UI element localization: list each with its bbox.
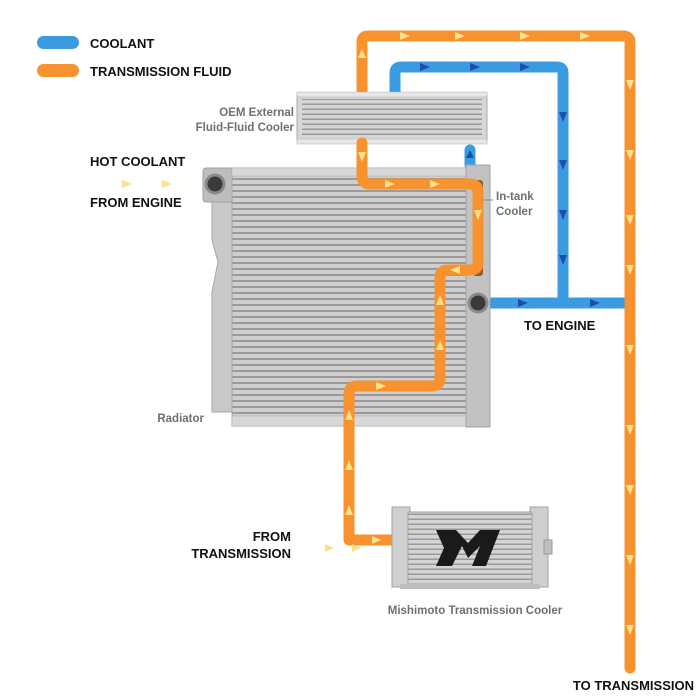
from-transmission-line <box>295 536 401 553</box>
to-transmission-label: TO TRANSMISSION <box>573 678 694 693</box>
legend-swatch-coolant <box>37 36 79 49</box>
mishimoto-logo-icon <box>436 530 500 566</box>
from-transmission-label-line1: FROM <box>253 529 291 544</box>
legend-label-coolant: COOLANT <box>90 36 154 51</box>
mishimoto-cooler-label: Mishimoto Transmission Cooler <box>388 605 563 617</box>
hot-coolant-line <box>84 178 211 190</box>
intank-cooler-label-line1: In-tank <box>496 191 534 203</box>
mishimoto-transmission-cooler <box>391 506 553 589</box>
radiator-outlet-fitting <box>467 292 489 314</box>
oem-cooler-label-line1: OEM External <box>219 107 294 119</box>
legend-swatch-transmission-fluid <box>37 64 79 77</box>
from-engine-label: FROM ENGINE <box>90 195 182 210</box>
transmission-inner-arrows <box>345 152 482 515</box>
transmission-outer-arrows <box>358 32 634 635</box>
from-transmission-label-line2: TRANSMISSION <box>191 546 291 561</box>
legend-label-transmission-fluid: TRANSMISSION FLUID <box>90 64 232 79</box>
radiator-label: Radiator <box>157 413 204 425</box>
intank-cooler-label-line2: Cooler <box>496 206 533 218</box>
transmission-inner-line <box>343 137 484 546</box>
to-engine-label: TO ENGINE <box>524 318 596 333</box>
transmission-outer-line <box>356 30 636 674</box>
hot-coolant-label: HOT COOLANT <box>90 154 185 169</box>
coolant-flow-arrows <box>420 63 600 307</box>
oem-cooler-label-line2: Fluid-Fluid Cooler <box>196 122 295 134</box>
oem-fluid-cooler <box>296 91 488 145</box>
legend: COOLANT TRANSMISSION FLUID <box>37 36 232 79</box>
